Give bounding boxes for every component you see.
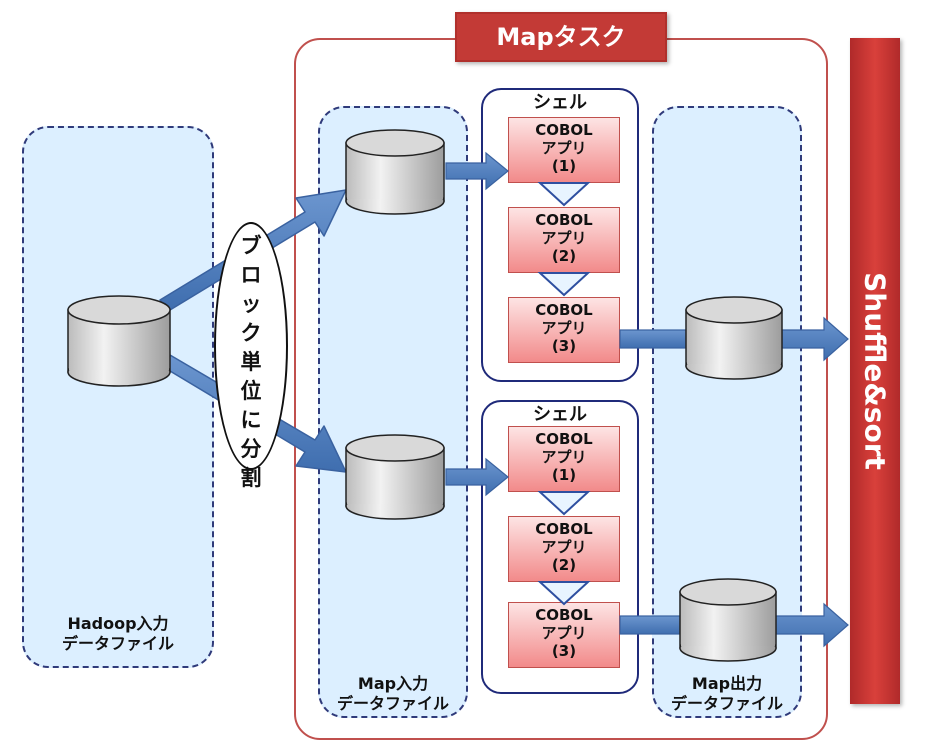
arrow-to-shell-1: [445, 151, 509, 191]
database-icon: [345, 434, 445, 520]
database-icon: [685, 296, 783, 380]
cobol-app-box: COBOL アプリ (3): [508, 297, 620, 363]
database-icon: [67, 295, 171, 387]
arrow-to-shuffle-1: [781, 316, 849, 362]
database-icon: [345, 129, 445, 215]
cobol-app-box: COBOL アプリ (3): [508, 602, 620, 668]
map-output-label: Map出力 データファイル: [670, 674, 783, 713]
chevron-down-icon: [537, 581, 591, 606]
shuffle-sort-bar: Shuffle&sort: [850, 38, 900, 704]
chevron-down-icon: [537, 272, 591, 297]
shell-label: シェル: [533, 404, 587, 425]
chevron-down-icon: [537, 182, 591, 207]
block-split-label: ブ ロ ッ ク 単 位 に 分 割: [214, 222, 288, 490]
map-task-title: Mapタスク: [455, 12, 667, 62]
arrow-to-output-2: [619, 615, 681, 635]
shuffle-sort-label: Shuffle&sort: [858, 272, 892, 470]
hadoop-input-label: Hadoop入力 データファイル: [61, 614, 174, 653]
cobol-app-box: COBOL アプリ (1): [508, 117, 620, 183]
arrow-to-shell-2: [445, 457, 509, 497]
chevron-down-icon: [537, 491, 591, 516]
cobol-app-box: COBOL アプリ (2): [508, 207, 620, 273]
arrow-to-shuffle-2: [775, 602, 849, 648]
map-input-label: Map入力 データファイル: [336, 674, 449, 713]
arrow-to-output-1: [619, 329, 687, 349]
shell-label: シェル: [533, 92, 587, 113]
cobol-app-box: COBOL アプリ (2): [508, 516, 620, 582]
database-icon: [679, 578, 777, 662]
hadoop-input-panel: Hadoop入力 データファイル: [22, 126, 214, 668]
